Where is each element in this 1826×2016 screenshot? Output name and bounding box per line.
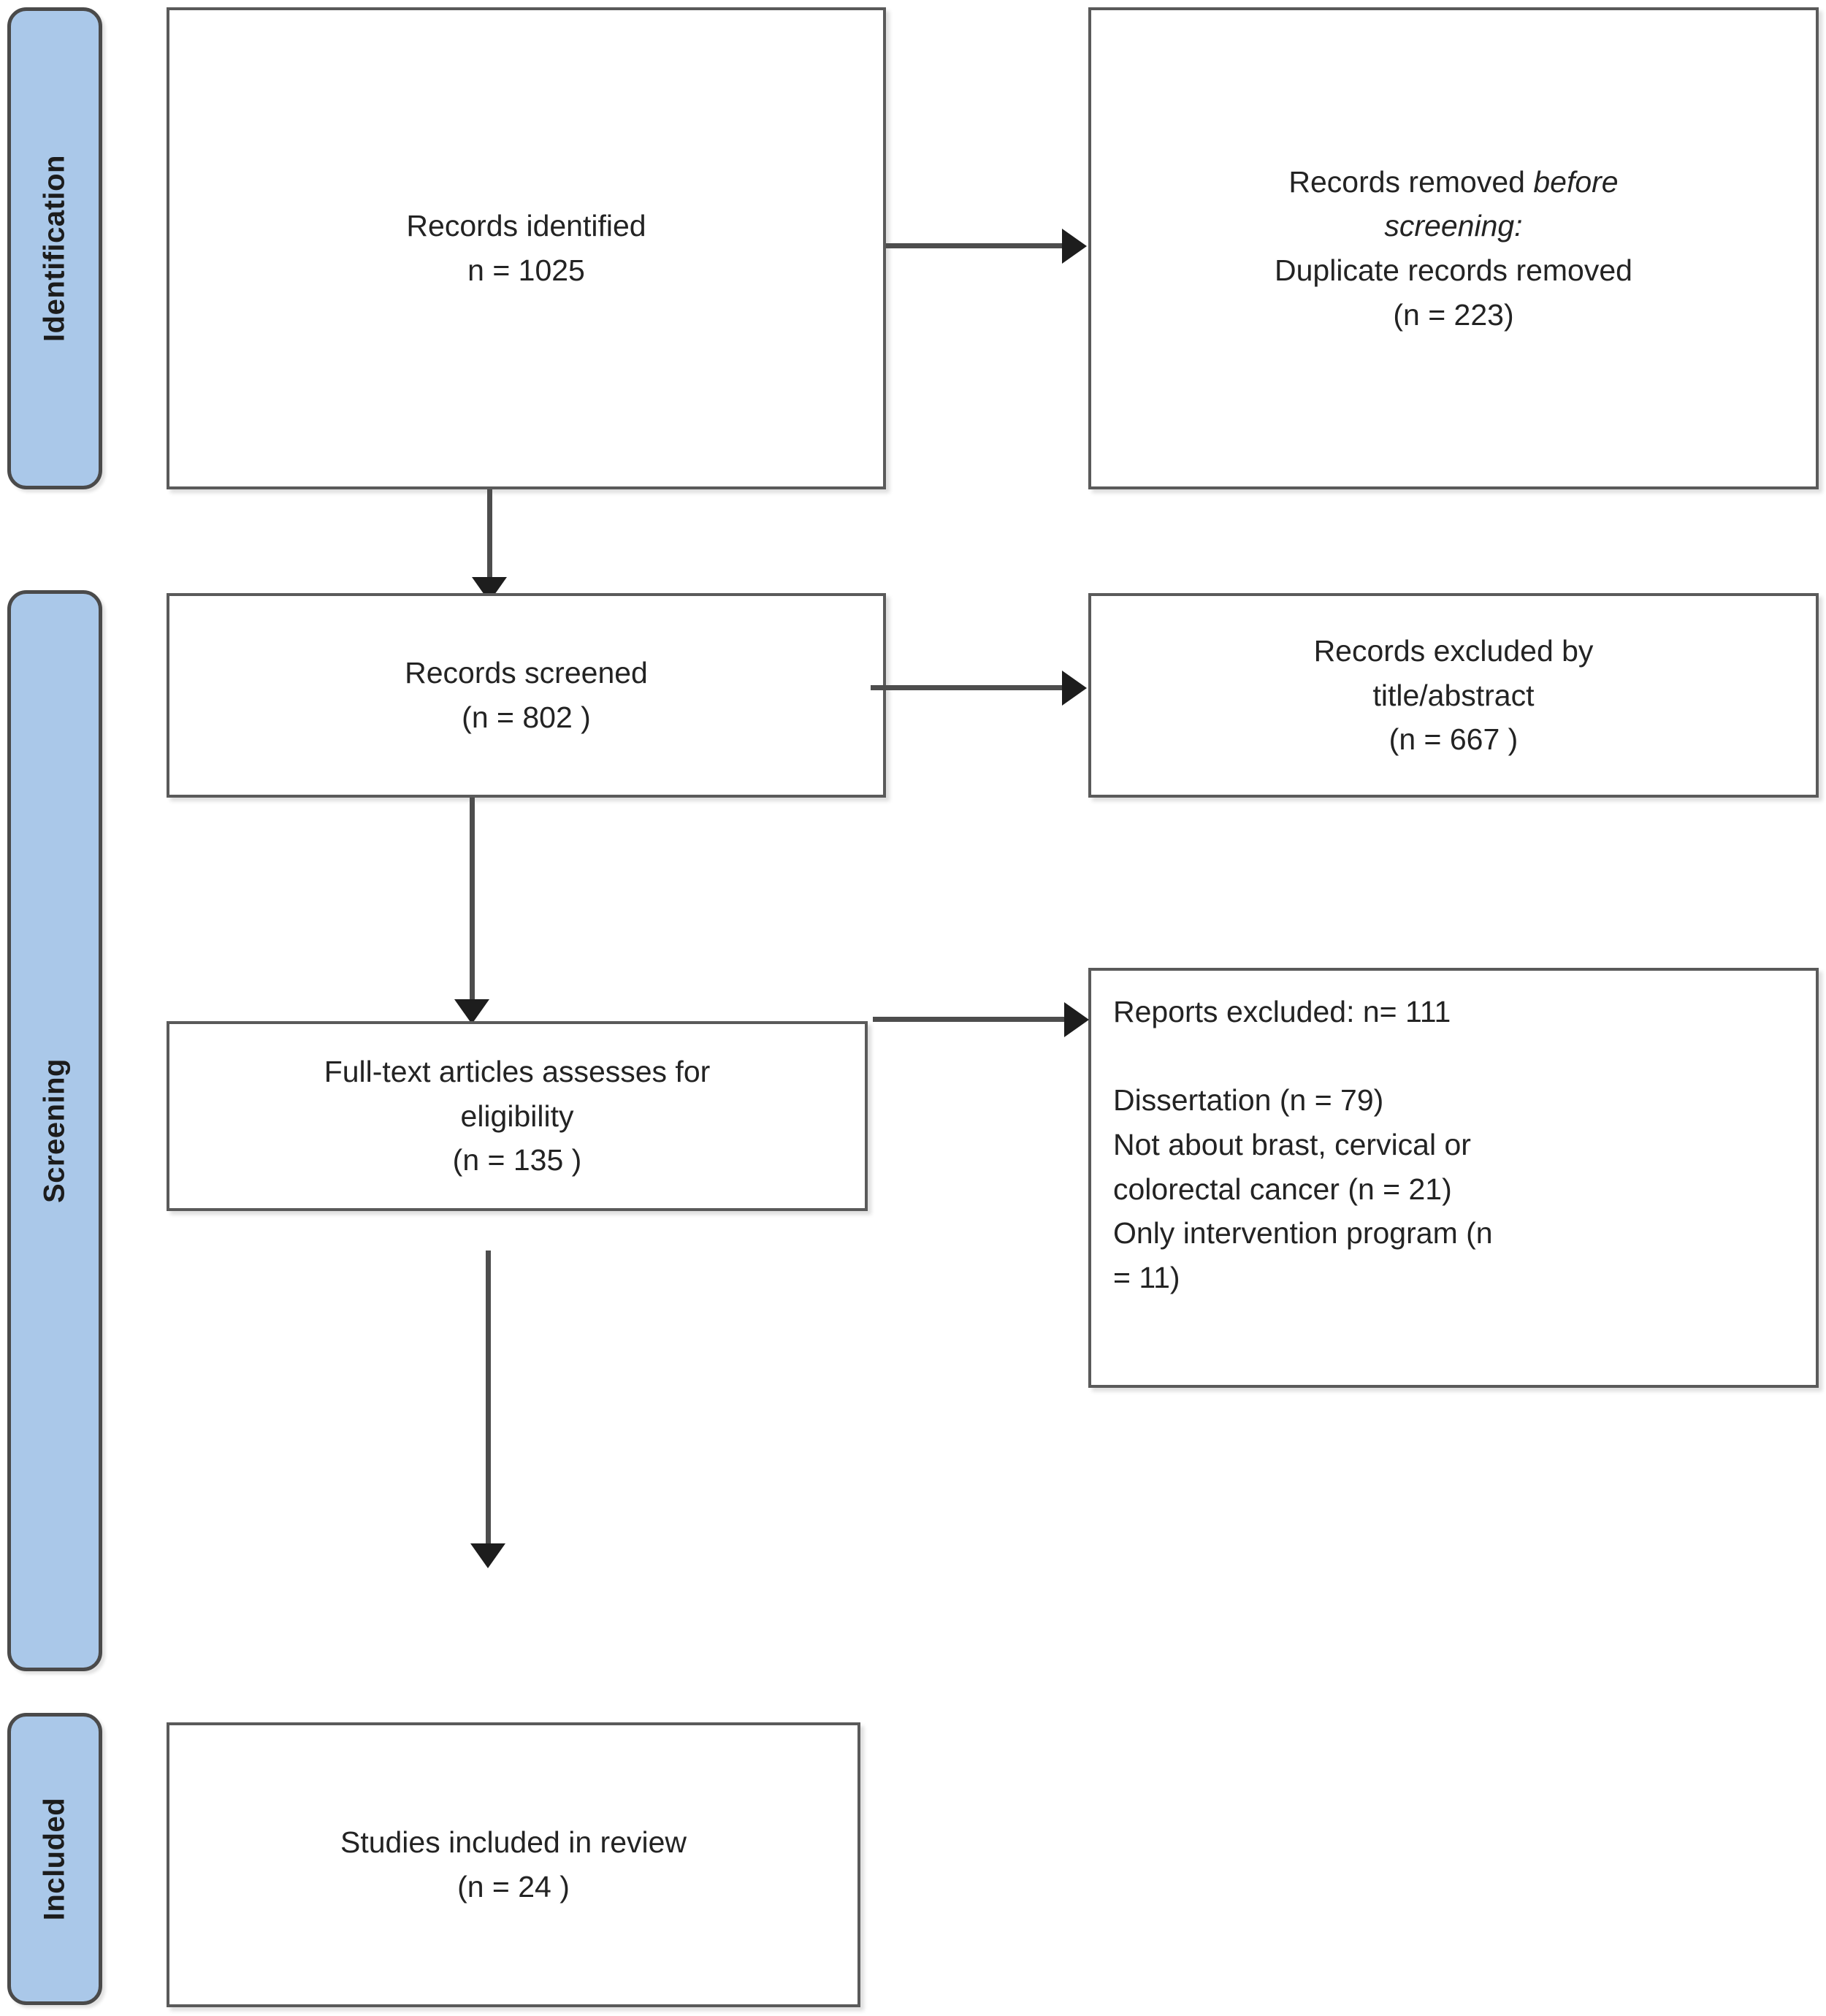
node-fulltext-articles-assessed-text: Full-text articles assesses for eligibil… (324, 1054, 711, 1177)
node-records-excluded-title-abstract: Records excluded by title/abstract (n = … (1088, 593, 1819, 798)
node-records-screened-text: Records screened (n = 802 ) (405, 656, 648, 734)
connector-identified-to-screened-line (487, 489, 492, 592)
connector-screened-to-excluded-arrowhead (1062, 671, 1087, 706)
connector-screened-to-fulltext-line (470, 798, 475, 1013)
node-studies-included-text: Studies included in review (n = 24 ) (340, 1825, 687, 1904)
connector-screened-to-excluded-line (871, 685, 1068, 690)
node-records-removed-line1: Records removed (1288, 164, 1534, 199)
connector-fulltext-to-included-arrowhead (470, 1543, 505, 1568)
stage-label-included-text: Included (38, 1797, 71, 1921)
node-records-removed-line1-italic: before (1533, 164, 1619, 199)
node-records-removed-line3: Duplicate records removed (1275, 253, 1632, 287)
connector-fulltext-to-included-line (486, 1251, 491, 1557)
node-records-excluded-text: Records excluded by title/abstract (n = … (1313, 633, 1594, 757)
node-records-removed-line4: (n = 223) (1393, 297, 1514, 332)
connector-identified-to-removed-arrowhead (1062, 229, 1087, 264)
node-records-screened: Records screened (n = 802 ) (167, 593, 886, 798)
node-studies-included: Studies included in review (n = 24 ) (167, 1722, 860, 2007)
node-records-identified: Records identified n = 1025 (167, 7, 886, 489)
node-records-removed-line2-italic: screening: (1384, 209, 1523, 243)
node-records-removed-text: Records removed before screening: Duplicat… (1275, 160, 1632, 337)
connector-fulltext-to-reports-excluded-arrowhead (1064, 1002, 1089, 1037)
connector-fulltext-to-reports-excluded-line (873, 1017, 1070, 1022)
stage-label-screening: Screening (7, 590, 102, 1671)
node-fulltext-articles-assessed: Full-text articles assesses for eligibil… (167, 1021, 868, 1211)
stage-label-identification: Identification (7, 7, 102, 489)
node-records-removed-before-screening: Records removed before screening: Duplicat… (1088, 7, 1819, 489)
node-reports-excluded-text: Reports excluded: n= 111 Dissertation (n… (1113, 995, 1493, 1295)
connector-identified-to-removed-line (886, 243, 1069, 248)
node-reports-excluded: Reports excluded: n= 111 Dissertation (n… (1088, 968, 1819, 1388)
stage-label-identification-text: Identification (38, 155, 71, 342)
stage-label-included: Included (7, 1713, 102, 2005)
connector-screened-to-fulltext-arrowhead (454, 999, 489, 1024)
stage-label-screening-text: Screening (38, 1058, 71, 1203)
node-records-identified-text: Records identified n = 1025 (406, 209, 646, 287)
